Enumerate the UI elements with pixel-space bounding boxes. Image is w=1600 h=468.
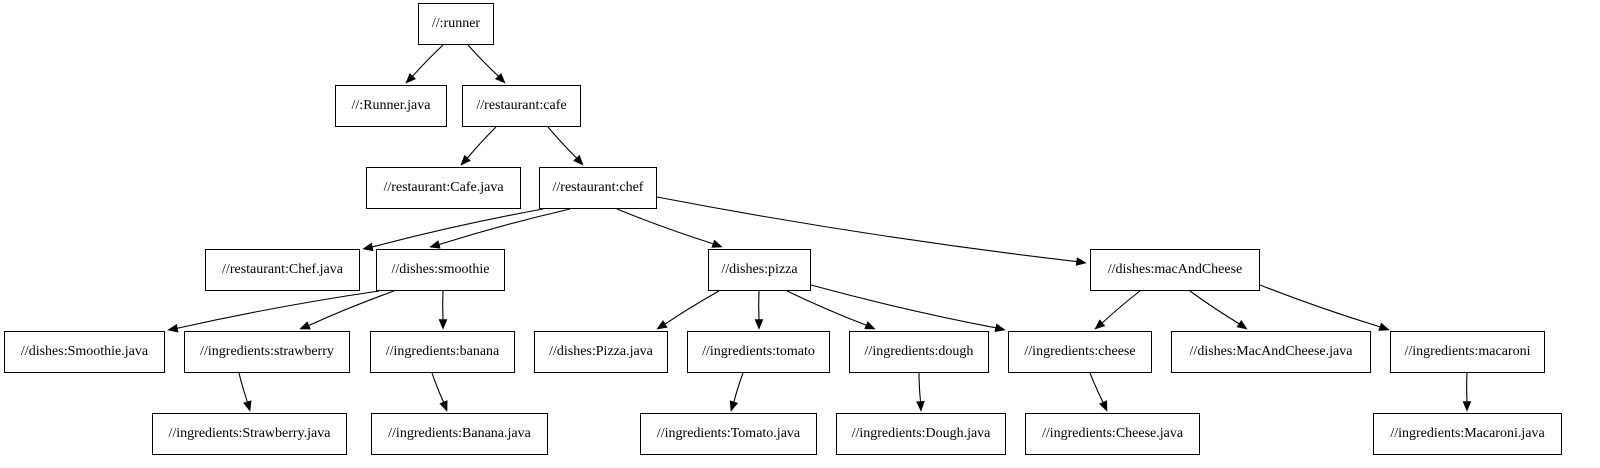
graph-arrowhead-restaurant_cafe-to-restaurant_chef [573,154,584,166]
graph-node-label: //ingredients:strawberry [200,344,334,359]
graph-node-label: //dishes:Pizza.java [549,344,653,359]
graph-node-cheese_java[interactable]: //ingredients:Cheese.java [1025,413,1200,455]
graph-node-restaurant_chef[interactable]: //restaurant:chef [539,167,657,209]
graph-edge-restaurant_chef-to-dishes_smoothie [439,208,571,246]
graph-node-label: //ingredients:Macaroni.java [1390,426,1545,441]
graph-node-label: //restaurant:cafe [476,98,567,113]
graph-arrowhead-restaurant_chef-to-dishes_pizza [711,239,723,248]
graph-arrowhead-restaurant_chef-to-dishes_mac [1075,257,1087,266]
graph-arrowhead-ing_strawberry-to-strawberry_java [243,400,252,412]
graph-arrowhead-restaurant_chef-to-chef_java [362,242,374,252]
graph-node-pizza_java[interactable]: //dishes:Pizza.java [534,331,668,373]
graph-arrowhead-restaurant_cafe-to-cafe_java [460,154,471,166]
graph-edge-restaurant_chef-to-chef_java [372,208,544,248]
graph-node-macaroni_java[interactable]: //ingredients:Macaroni.java [1373,413,1562,455]
graph-edge-dishes_mac-to-mac_java [1189,290,1240,325]
graph-edge-ing_dough-to-dough_java [918,372,922,402]
graph-edge-restaurant_chef-to-dishes_pizza [616,208,714,245]
graph-node-label: //ingredients:tomato [702,344,815,359]
graph-node-restaurant_cafe[interactable]: //restaurant:cafe [462,85,581,127]
graph-edge-dishes_pizza-to-pizza_java [664,290,720,325]
graph-arrowhead-runner-to-runner_java [405,72,416,84]
graph-arrowhead-ing_cheese-to-cheese_java [1099,400,1108,412]
graph-node-label: //restaurant:Chef.java [222,262,343,277]
graph-node-ing_dough[interactable]: //ingredients:dough [849,331,989,373]
graph-edge-ing_tomato-to-tomato_java [733,372,744,403]
graph-arrowhead-dishes_pizza-to-ing_dough [864,321,876,330]
graph-node-ing_strawberry[interactable]: //ingredients:strawberry [184,331,350,373]
graph-node-label: //ingredients:Cheese.java [1041,426,1184,441]
graph-edge-dishes_mac-to-ing_cheese [1101,290,1141,324]
graph-arrowhead-restaurant_chef-to-dishes_smoothie [429,240,441,249]
graph-arrowhead-dishes_smoothie-to-ing_strawberry [299,321,311,330]
graph-node-label: //restaurant:Cafe.java [383,180,504,195]
graph-node-runner[interactable]: //:runner [418,3,494,45]
graph-edge-dishes_smoothie-to-ing_strawberry [308,290,395,326]
graph-node-dishes_mac[interactable]: //dishes:macAndCheese [1090,249,1260,291]
graph-node-label: //:Runner.java [351,98,431,113]
graph-node-dishes_pizza[interactable]: //dishes:pizza [708,249,811,291]
graph-arrowhead-dishes_mac-to-mac_java [1236,319,1248,330]
graph-node-label: //ingredients:banana [385,344,500,359]
graph-node-mac_java[interactable]: //dishes:MacAndCheese.java [1171,331,1371,373]
graph-arrowhead-dishes_smoothie-to-smoothie_java [167,323,179,333]
graph-node-dishes_smoothie[interactable]: //dishes:smoothie [376,249,505,291]
graph-node-label: //dishes:pizza [721,262,798,277]
graph-node-label: //ingredients:Strawberry.java [168,426,331,441]
graph-node-label: //restaurant:chef [552,180,644,195]
graph-edge-restaurant_cafe-to-restaurant_chef [547,126,577,159]
graph-node-smoothie_java[interactable]: //dishes:Smoothie.java [4,331,165,373]
graph-node-label: //ingredients:Tomato.java [656,426,801,441]
graph-node-runner_java[interactable]: //:Runner.java [335,85,447,127]
graph-edge-ing_cheese-to-cheese_java [1089,372,1104,403]
graph-node-ing_tomato[interactable]: //ingredients:tomato [687,331,830,373]
graph-node-label: //dishes:Smoothie.java [20,344,149,359]
graph-arrowhead-dishes_mac-to-ing_macaroni [1378,322,1390,331]
graph-arrowhead-dishes_pizza-to-ing_tomato [754,319,764,330]
graph-node-chef_java[interactable]: //restaurant:Chef.java [205,249,360,291]
graph-arrowhead-ing_tomato-to-tomato_java [729,400,739,412]
graph-node-label: //:runner [431,16,481,31]
graph-node-strawberry_java[interactable]: //ingredients:Strawberry.java [152,413,347,455]
graph-arrowhead-ing_dough-to-dough_java [916,400,925,412]
graph-edge-restaurant_chef-to-dishes_mac [656,196,1077,263]
graph-arrowhead-dishes_pizza-to-ing_cheese [994,323,1006,333]
graph-edge-ing_banana-to-banana_java [431,372,445,403]
graph-edge-runner-to-restaurant_cafe [467,44,499,77]
graph-node-cafe_java[interactable]: //restaurant:Cafe.java [366,167,521,209]
graph-node-label: //ingredients:dough [864,344,974,359]
graph-node-ing_macaroni[interactable]: //ingredients:macaroni [1390,331,1545,373]
graph-node-label: //dishes:smoothie [391,262,490,277]
graph-node-label: //ingredients:cheese [1024,344,1136,359]
graph-node-dough_java[interactable]: //ingredients:Dough.java [836,413,1006,455]
graph-arrowhead-runner-to-restaurant_cafe [495,72,506,84]
graph-node-ing_banana[interactable]: //ingredients:banana [370,331,515,373]
graph-arrowhead-ing_banana-to-banana_java [439,400,448,412]
graph-edge-runner-to-runner_java [412,44,444,77]
graph-edge-restaurant_cafe-to-cafe_java [467,126,497,159]
graph-node-banana_java[interactable]: //ingredients:Banana.java [371,413,548,455]
graph-arrowhead-dishes_smoothie-to-ing_banana [438,319,448,330]
graph-node-label: //ingredients:macaroni [1404,344,1531,359]
graph-edge-ing_strawberry-to-strawberry_java [238,372,248,403]
graph-node-label: //dishes:MacAndCheese.java [1189,344,1353,359]
graph-arrowhead-ing_macaroni-to-macaroni_java [1462,401,1472,412]
graph-arrowhead-dishes_pizza-to-pizza_java [656,320,668,330]
graph-node-tomato_java[interactable]: //ingredients:Tomato.java [640,413,817,455]
graph-edge-dishes_pizza-to-ing_cheese [810,284,996,329]
graph-node-label: //ingredients:Dough.java [851,426,991,441]
graph-node-ing_cheese[interactable]: //ingredients:cheese [1008,331,1152,373]
graph-edge-dishes_pizza-to-ing_dough [786,290,867,326]
graph-node-label: //ingredients:Banana.java [388,426,531,441]
graph-arrowhead-dishes_mac-to-ing_cheese [1094,319,1106,330]
graph-edge-dishes_smoothie-to-smoothie_java [177,290,380,329]
graph-node-label: //dishes:macAndCheese [1107,262,1243,277]
graph-edge-dishes_mac-to-ing_macaroni [1259,284,1381,328]
